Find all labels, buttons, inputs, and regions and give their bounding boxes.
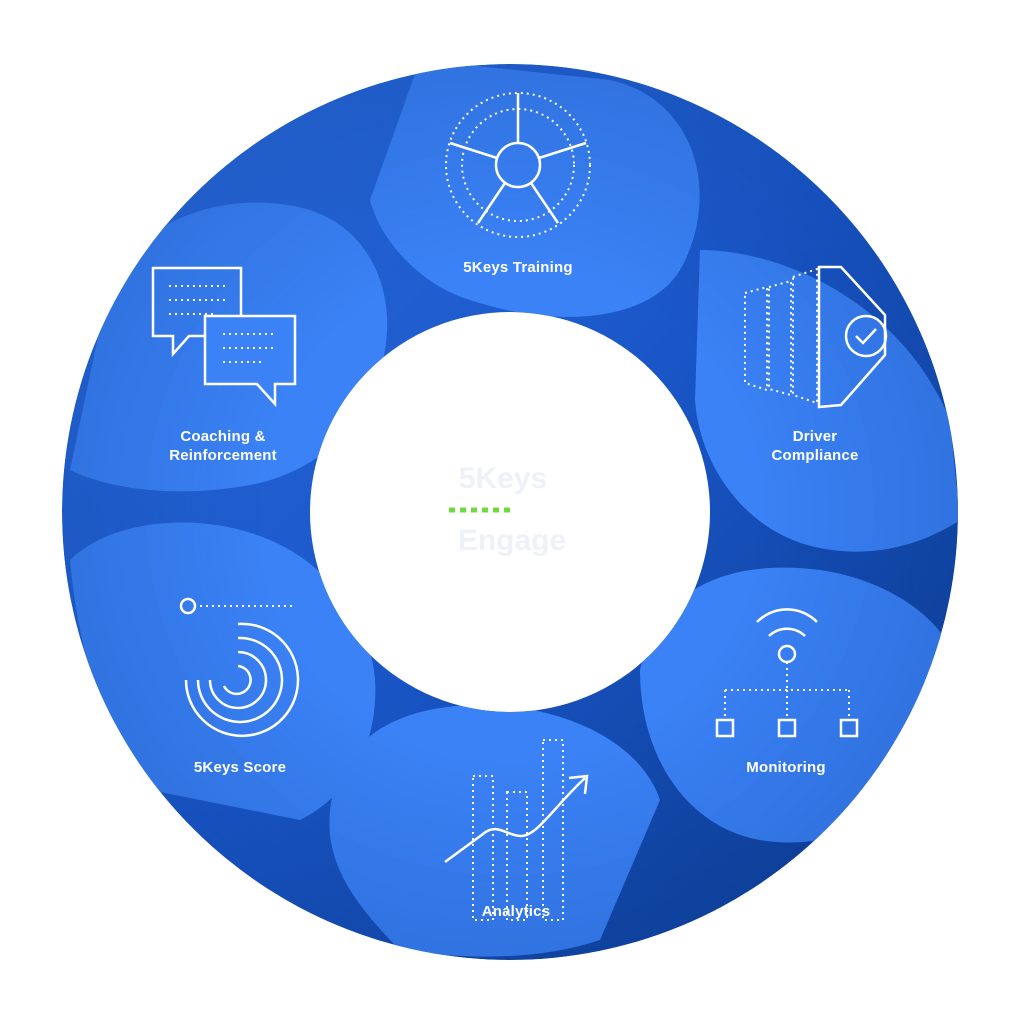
label-line: 5Keys Score <box>193 759 287 776</box>
segment-label-driver-compliance: Driver Compliance <box>771 427 858 465</box>
segment-label-5keys-training: 5Keys Training <box>463 258 573 277</box>
label-line: Reinforcement <box>169 447 277 464</box>
segment-label-monitoring: Monitoring <box>746 758 825 777</box>
score-spiral-icon <box>179 597 300 738</box>
segment-label-5keys-score: 5Keys Score <box>194 758 286 777</box>
label-line: Compliance <box>771 447 859 464</box>
label-line: Coaching & <box>180 428 266 445</box>
chat-bubbles-icon <box>151 266 297 408</box>
label-line: Analytics <box>481 903 551 920</box>
icons <box>151 92 888 921</box>
radar-wheel-icon <box>445 92 591 238</box>
network-signal-icon <box>715 608 859 738</box>
shield-check-icon <box>744 265 888 409</box>
label-line: 5Keys Training <box>463 259 573 276</box>
center-title-line1: 5Keys <box>458 462 548 495</box>
segment-label-analytics: Analytics <box>482 902 551 921</box>
center-title-line2: Engage <box>457 524 567 557</box>
label-line: Driver <box>792 428 838 445</box>
label-line: Monitoring <box>746 759 826 776</box>
bar-chart-trend-icon <box>444 739 589 921</box>
segment-label-coaching: Coaching & Reinforcement <box>169 427 277 465</box>
